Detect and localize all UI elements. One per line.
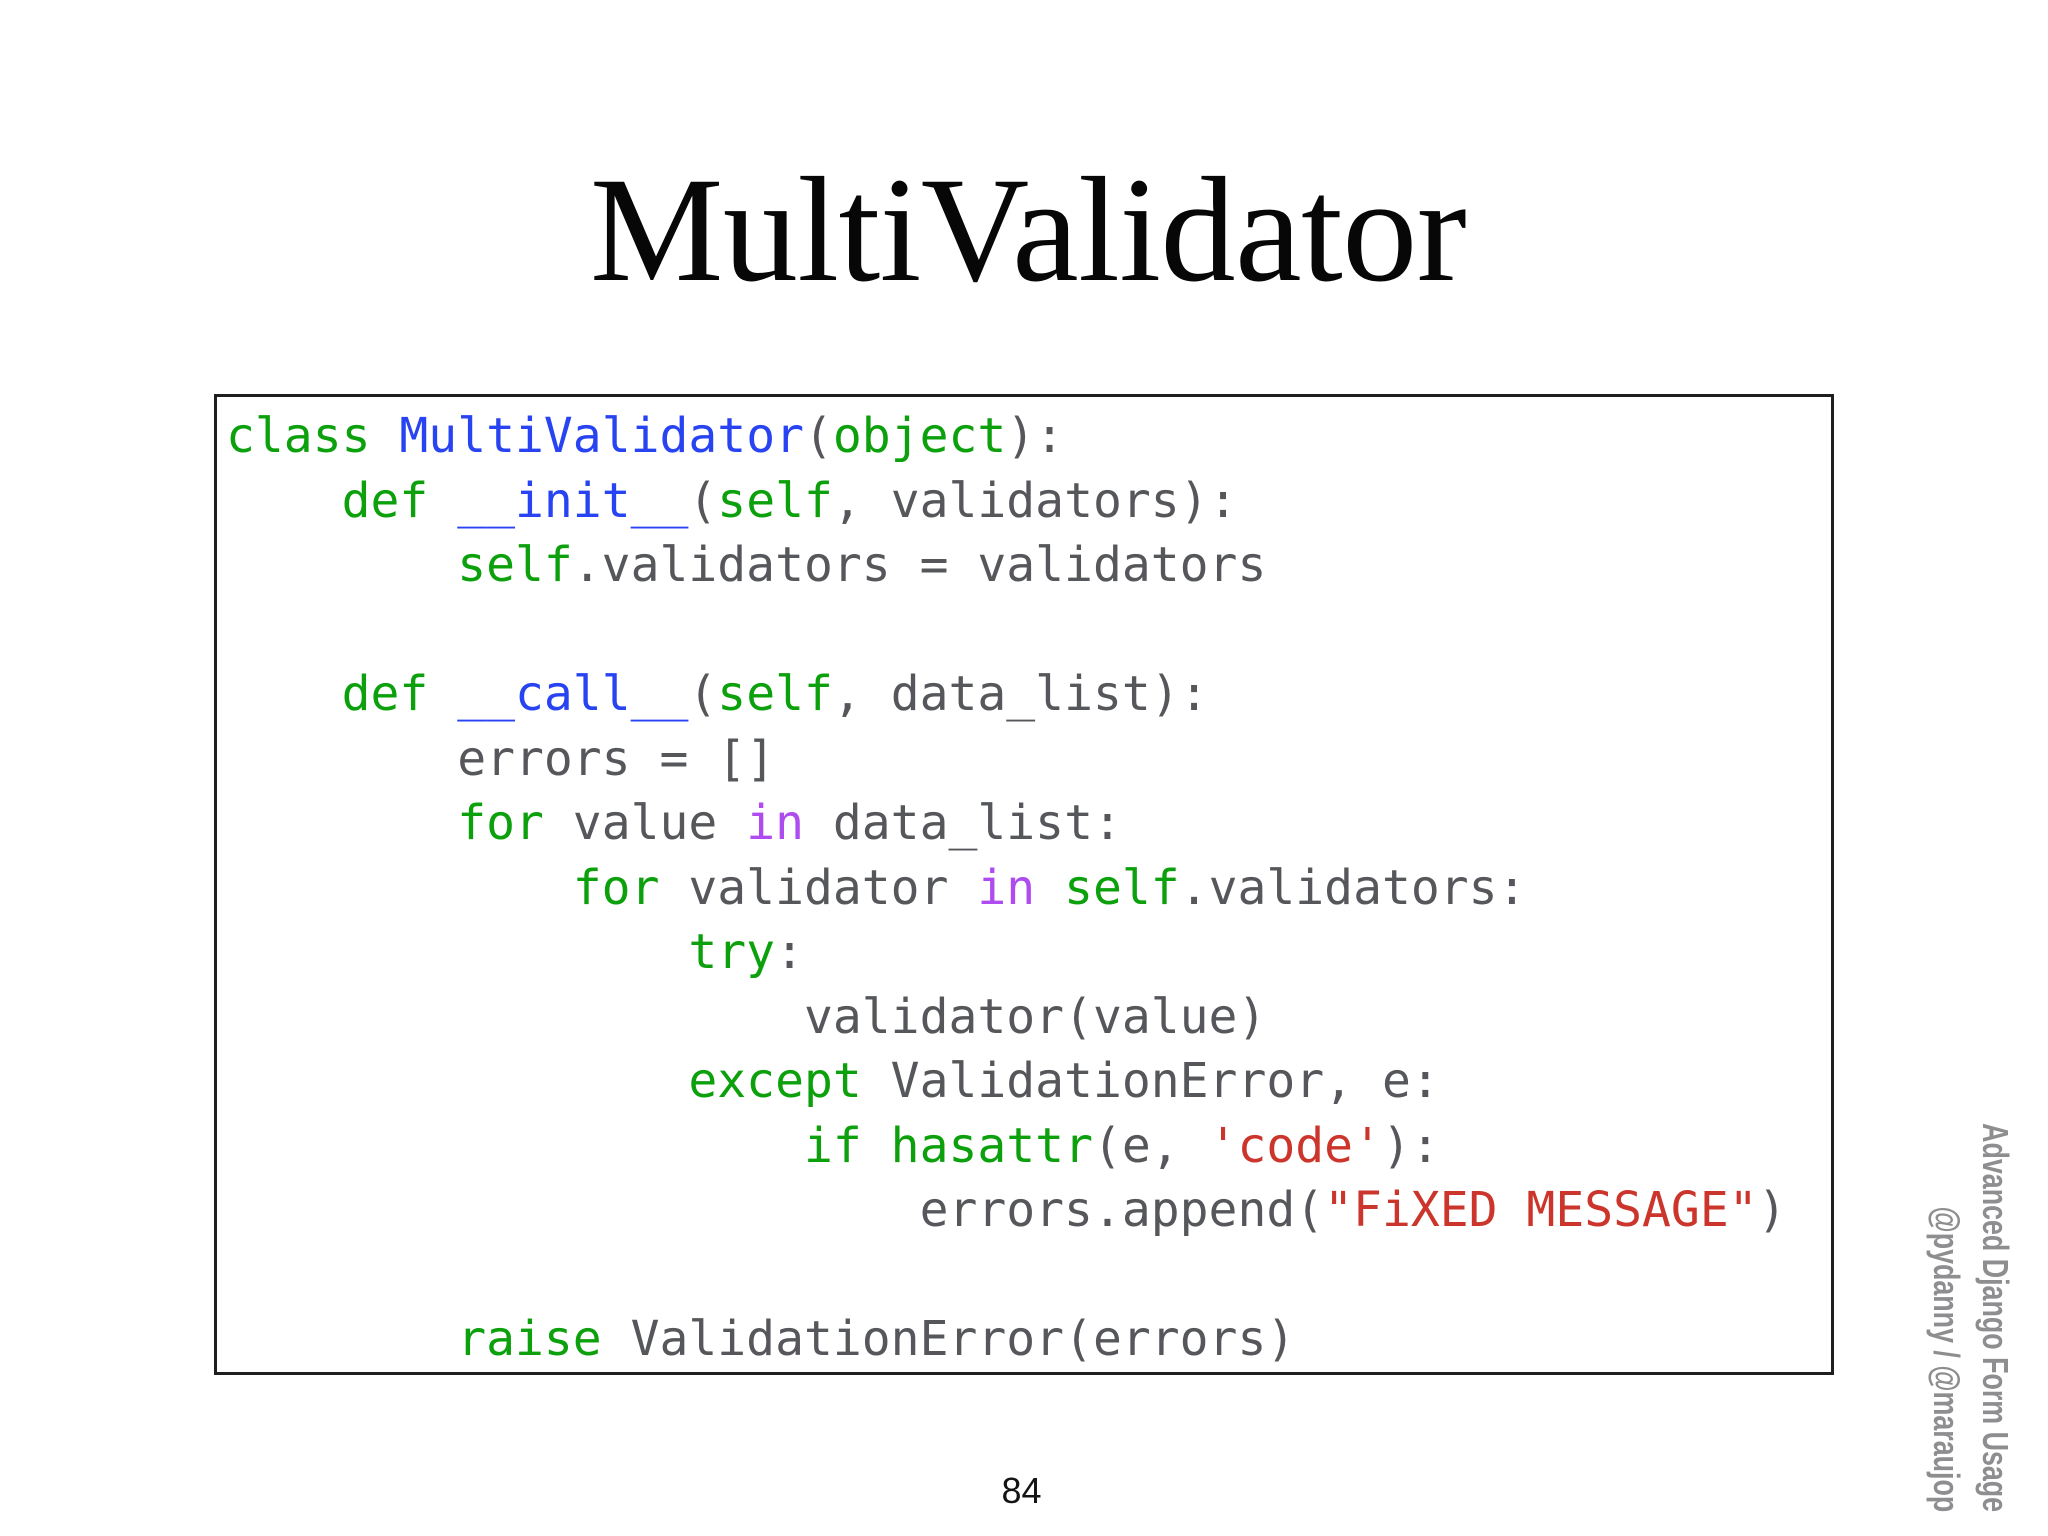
page-number: 84 [1001,1470,1042,1511]
code-line: def __call__(self, data_list): [341,666,1209,722]
code-box: class MultiValidator(object): def __init… [214,394,1834,1375]
code-line: except ValidationError, e: [688,1053,1440,1109]
code-line: def __init__(self, validators): [341,472,1238,529]
code-line: if hasattr(e, 'code'): [803,1117,1440,1174]
watermark-line-handles: @pydanny / @maraujop [1926,1206,1967,1512]
code-line: for value in data_list: [457,795,1122,851]
watermark-credits: Advanced Django Form Usage @pydanny / @m… [1922,1065,2020,1512]
code-line: errors.append("FiXED MESSAGE") [226,1182,1787,1238]
watermark-line-title: Advanced Django Form Usage [1975,1123,2016,1512]
code-line [226,598,1831,663]
code-line: try: [688,924,804,980]
code-line: validator(value) [226,988,1267,1045]
code-line: self.validators = validators [457,537,1267,593]
code-line: class MultiValidator(object): [226,408,1065,464]
slide-title: MultiValidator [590,147,1467,313]
code-line: for validator in self.validators: [572,859,1527,916]
code-line [226,1243,1831,1308]
code-line: errors = [] [226,730,776,787]
code-listing: class MultiValidator(object): def __init… [226,404,1831,1372]
code-line: raise ValidationError(errors) [457,1311,1296,1367]
